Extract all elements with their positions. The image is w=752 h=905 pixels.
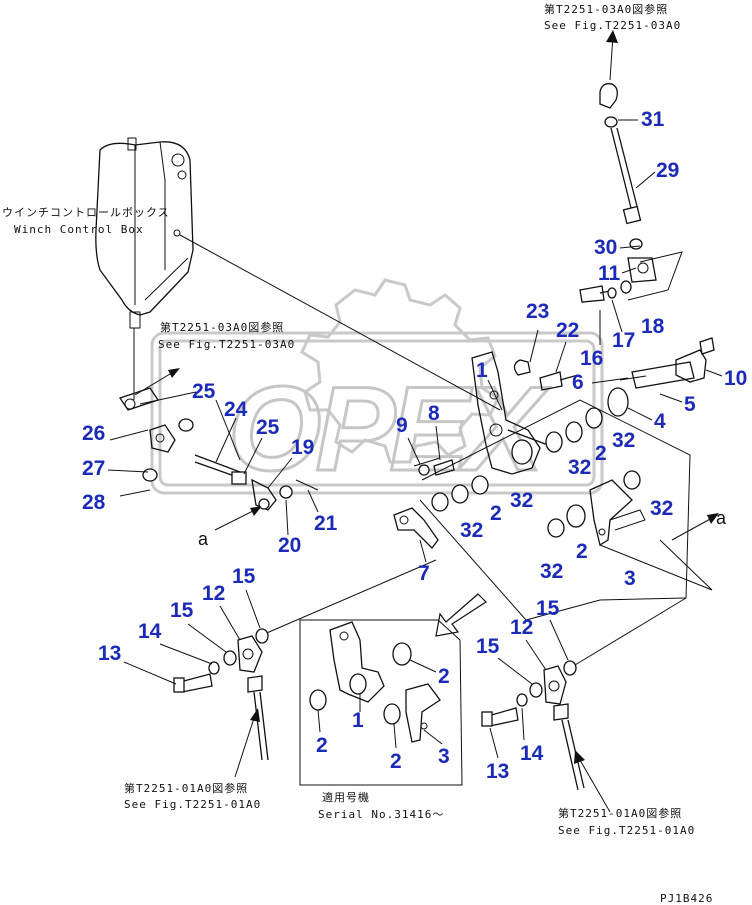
watermark-brand: OPEX: [228, 362, 550, 496]
part-number-32-e[interactable]: 32: [650, 497, 673, 520]
part-number-15-a[interactable]: 15: [232, 565, 256, 588]
leader-18: [627, 251, 683, 301]
box-leader-line: [179, 234, 501, 411]
part-number-23[interactable]: 23: [526, 300, 549, 323]
leader-3-right: [599, 544, 713, 591]
ref-top-jp: 第T2251-03A0図参照: [544, 2, 668, 16]
part-number-20[interactable]: 20: [278, 534, 301, 557]
detail-part-number-2-a[interactable]: 2: [438, 665, 450, 688]
part-number-10[interactable]: 10: [724, 367, 747, 390]
view-arrow-right-label: a: [716, 508, 727, 528]
bolt-group-upper: [513, 280, 632, 391]
part-number-16[interactable]: 16: [580, 347, 603, 370]
part-number-2-a[interactable]: 2: [595, 442, 607, 465]
winch-box-label-jp: ウインチコントロールボックス: [2, 206, 170, 219]
linkage-lower-left: [173, 628, 269, 761]
part-number-21[interactable]: 21: [314, 512, 338, 535]
rod-assembly-left: [109, 418, 455, 511]
part-number-7[interactable]: 7: [418, 562, 430, 585]
part-number-2-b[interactable]: 2: [490, 502, 502, 525]
ref-right-bottom-en: See Fig.T2251-01A0: [558, 824, 695, 837]
part-number-14-a[interactable]: 14: [138, 620, 162, 643]
part-number-14-b[interactable]: 14: [520, 742, 544, 765]
part-number-5[interactable]: 5: [684, 393, 696, 416]
lever-assembly: [471, 351, 549, 475]
part-number-30[interactable]: 30: [594, 236, 617, 259]
part-number-3[interactable]: 3: [624, 567, 636, 590]
part-number-28[interactable]: 28: [82, 491, 106, 514]
ref-left-bottom-en: See Fig.T2251-01A0: [124, 798, 261, 811]
detail-view: [299, 619, 463, 786]
part-number-25-upper[interactable]: 25: [192, 380, 216, 403]
part-number-25-lower[interactable]: 25: [256, 416, 280, 439]
opex-watermark: OPEX: [150, 278, 604, 498]
part-number-32-d[interactable]: 32: [460, 519, 483, 542]
part-number-15-c[interactable]: 15: [536, 597, 560, 620]
serial-label-jp: 適用号機: [322, 790, 370, 804]
detail-part-number-2-c[interactable]: 2: [390, 750, 402, 773]
part-number-11[interactable]: 11: [598, 262, 621, 285]
part-number-1[interactable]: 1: [476, 359, 488, 382]
part-number-32-a[interactable]: 32: [612, 429, 635, 452]
part-number-6[interactable]: 6: [572, 371, 584, 394]
part-number-29[interactable]: 29: [656, 159, 679, 182]
ref-top-en: See Fig.T2251-03A0: [544, 19, 681, 32]
winch-control-box: [95, 137, 194, 411]
bushing-cluster: [431, 407, 641, 538]
serial-label-en: Serial No.31416～: [318, 808, 444, 821]
drawing-code: PJ1B426: [660, 892, 713, 905]
part-number-27[interactable]: 27: [82, 457, 105, 480]
part-number-32-b[interactable]: 32: [568, 456, 591, 479]
part-number-13-b[interactable]: 13: [486, 760, 509, 783]
ref-mid-en: See Fig.T2251-03A0: [158, 338, 295, 351]
view-arrow-left-label: a: [198, 529, 209, 549]
part-number-26[interactable]: 26: [82, 422, 105, 445]
ref-mid-jp: 第T2251-03A0図参照: [160, 320, 284, 334]
lever-7: [393, 507, 439, 549]
winch-box-label-en: Winch Control Box: [14, 223, 144, 236]
part-number-12-b[interactable]: 12: [510, 616, 533, 639]
part-number-4[interactable]: 4: [654, 410, 666, 433]
part-number-18[interactable]: 18: [641, 315, 665, 338]
leader-lines: [107, 119, 723, 759]
leader-a-right: [659, 539, 713, 591]
part-number-2-c[interactable]: 2: [576, 540, 588, 563]
part-number-13-a[interactable]: 13: [98, 642, 121, 665]
part-number-15-b[interactable]: 15: [170, 599, 194, 622]
part-number-32-f[interactable]: 32: [540, 560, 563, 583]
reference-arrows: [134, 30, 719, 813]
part-number-15-d[interactable]: 15: [476, 635, 500, 658]
leader-15-left: [261, 559, 437, 636]
detail-part-number-2-b[interactable]: 2: [316, 734, 328, 757]
bracket-3: [589, 479, 646, 547]
part-number-17[interactable]: 17: [612, 329, 635, 352]
linkage-lower-right: [481, 660, 585, 791]
part-number-8[interactable]: 8: [428, 402, 440, 425]
ref-left-bottom-jp: 第T2251-01A0図参照: [124, 781, 248, 795]
detail-part-number-3[interactable]: 3: [438, 745, 450, 768]
part-number-31[interactable]: 31: [641, 108, 665, 131]
part-number-32-c[interactable]: 32: [510, 489, 533, 512]
ref-right-bottom-jp: 第T2251-01A0図参照: [558, 806, 682, 820]
part-number-24[interactable]: 24: [224, 398, 248, 421]
part-number-9[interactable]: 9: [396, 414, 408, 437]
part-number-22[interactable]: 22: [556, 319, 579, 342]
leader-15-right: [569, 597, 687, 669]
part-number-19[interactable]: 19: [291, 436, 314, 459]
part-number-12-a[interactable]: 12: [202, 582, 225, 605]
pin-and-nipple: [607, 337, 715, 417]
detail-part-number-1[interactable]: 1: [352, 709, 364, 732]
